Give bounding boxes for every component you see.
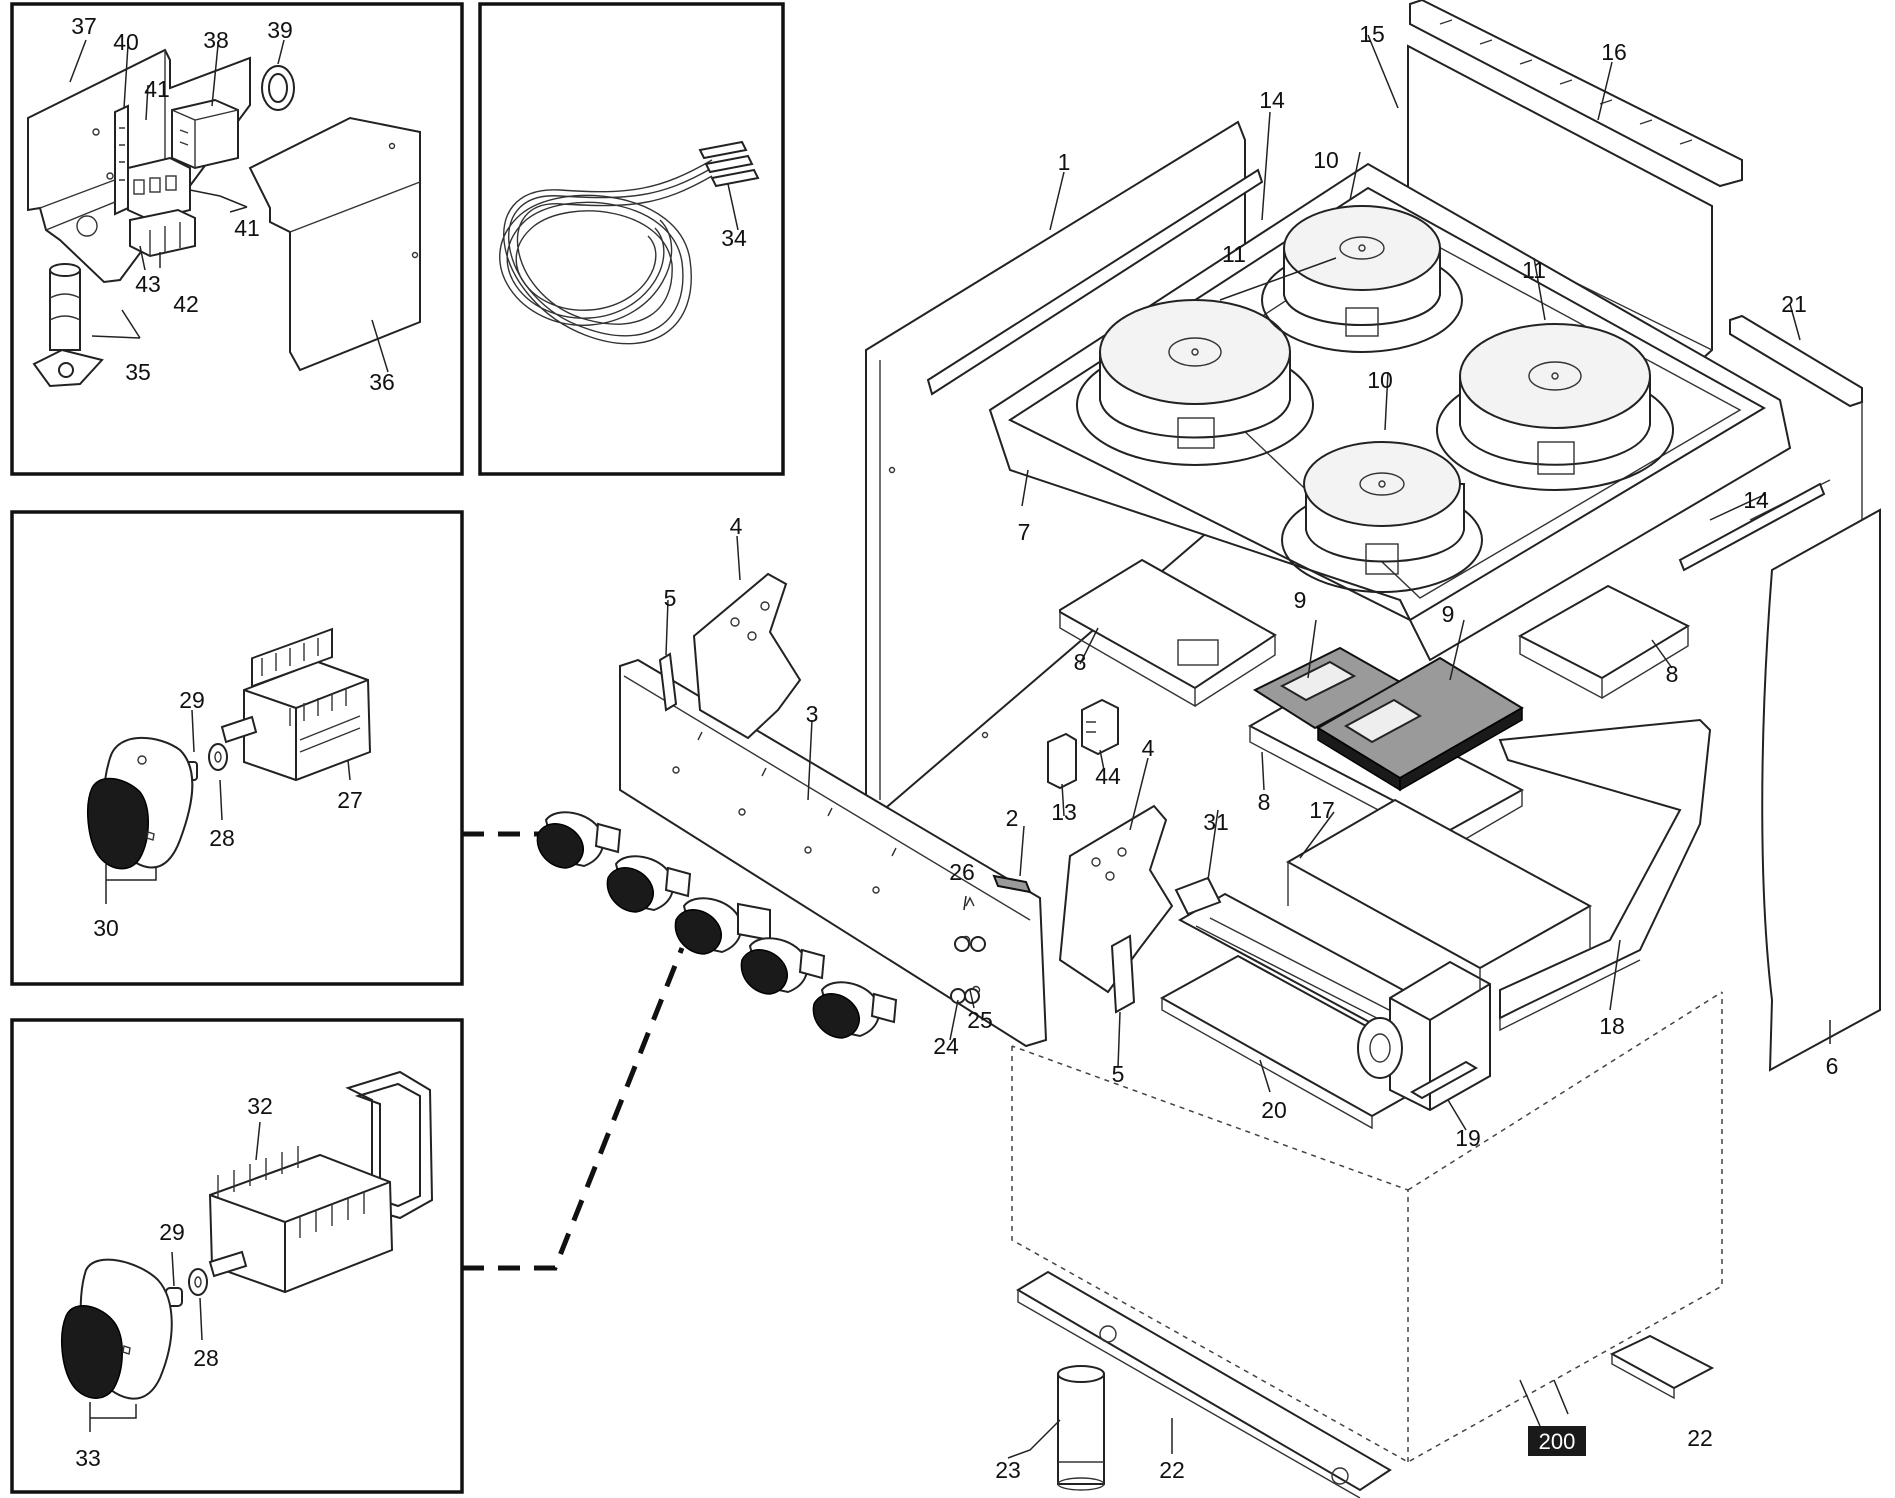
callout-8-right: 8	[1666, 661, 1679, 687]
main-assembly-drawing	[536, 0, 1881, 1498]
callout-22-front: 22	[1159, 1457, 1185, 1483]
callout-11-left: 11	[1222, 241, 1246, 267]
callout-36: 36	[369, 369, 395, 395]
callout-38: 38	[203, 27, 229, 53]
callout-11-right: 11	[1522, 257, 1546, 283]
callout-20: 20	[1261, 1097, 1287, 1123]
callout-33: 33	[75, 1445, 101, 1471]
callout-10-front: 10	[1367, 367, 1393, 393]
inset-frame-switch	[10, 510, 464, 986]
inset-frame-power-cord	[478, 2, 785, 476]
callout-14-right: 14	[1743, 487, 1769, 513]
callout-30: 30	[93, 915, 119, 941]
callout-labels: 37 40 38 39 41 41 43 42 35 36 34 29 27 2…	[71, 13, 1838, 1483]
callout-37: 37	[71, 13, 97, 39]
callout-31: 31	[1203, 809, 1229, 835]
transformer-assembly-drawing	[27, 39, 421, 388]
callout-29-switch: 29	[179, 687, 205, 713]
callout-41-upper: 41	[144, 76, 170, 102]
callout-34: 34	[721, 225, 747, 251]
callout-5-left: 5	[664, 585, 677, 611]
callout-3: 3	[806, 701, 819, 727]
callout-27: 27	[337, 787, 363, 813]
hot-plate-left	[1076, 299, 1314, 466]
callout-19: 19	[1455, 1125, 1481, 1151]
callout-23: 23	[995, 1457, 1021, 1483]
hot-plate-right	[1436, 323, 1674, 491]
callout-40: 40	[113, 29, 139, 55]
callout-10-rear: 10	[1313, 147, 1339, 173]
callout-18: 18	[1599, 1013, 1625, 1039]
hot-plate-front-small	[1281, 441, 1483, 593]
control-knob-3	[674, 897, 771, 955]
callout-29-regulator: 29	[159, 1219, 185, 1245]
callout-35: 35	[125, 359, 151, 385]
callout-14-left: 14	[1259, 87, 1285, 113]
callout-4-right: 4	[1142, 735, 1155, 761]
callout-6: 6	[1826, 1053, 1839, 1079]
callout-15: 15	[1359, 21, 1385, 47]
callout-8-left: 8	[1074, 649, 1087, 675]
callout-25: 25	[967, 1007, 993, 1033]
callout-21: 21	[1781, 291, 1807, 317]
callout-13: 13	[1051, 799, 1077, 825]
reference-badge: 200	[1528, 1426, 1586, 1456]
callout-28-regulator: 28	[193, 1345, 219, 1371]
callout-44: 44	[1095, 763, 1121, 789]
energy-regulator-drawing	[61, 1070, 434, 1432]
control-knob-4	[740, 937, 826, 995]
callout-9-right: 9	[1442, 601, 1455, 627]
callout-42: 42	[173, 291, 199, 317]
callout-8-center: 8	[1258, 789, 1271, 815]
callout-17: 17	[1309, 797, 1335, 823]
switch-drawing	[87, 627, 372, 904]
link-line-regulator	[462, 947, 685, 1271]
callout-4-left: 4	[730, 513, 743, 539]
callout-28-switch: 28	[209, 825, 235, 851]
callout-1: 1	[1058, 149, 1071, 175]
inset-frame-transformer	[10, 2, 464, 476]
callout-43: 43	[135, 271, 161, 297]
reference-badge-text: 200	[1539, 1429, 1576, 1454]
callout-2: 2	[1006, 805, 1019, 831]
callout-9-left: 9	[1294, 587, 1307, 613]
control-knob-2	[606, 855, 692, 913]
callout-22-rear: 22	[1687, 1425, 1713, 1451]
callout-41-lower: 41	[234, 215, 260, 241]
callout-7: 7	[1018, 519, 1031, 545]
control-knob-5	[812, 981, 898, 1039]
callout-32: 32	[247, 1093, 273, 1119]
power-cord-drawing	[499, 140, 760, 345]
callout-16: 16	[1601, 39, 1627, 65]
callout-5-right: 5	[1112, 1061, 1125, 1087]
callout-26: 26	[949, 859, 975, 885]
hot-plate-rear-small	[1261, 205, 1463, 353]
callout-24: 24	[933, 1033, 959, 1059]
control-knob-1	[536, 811, 622, 869]
inset-frame-energy-regulator	[10, 1018, 464, 1494]
callout-39: 39	[267, 17, 293, 43]
